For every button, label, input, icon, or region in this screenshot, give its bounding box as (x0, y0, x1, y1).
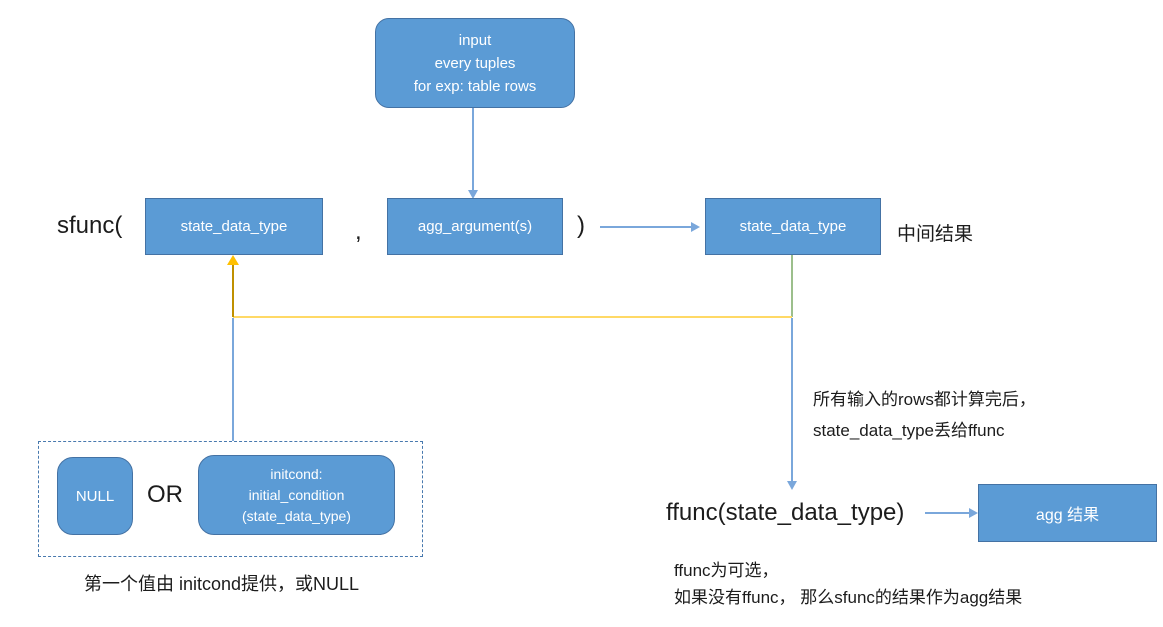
arrowhead-down-icon (468, 190, 478, 199)
intermediate-result-note: 中间结果 (897, 224, 974, 245)
state-data-type-node-2-label: state_data_type (739, 218, 847, 235)
rows-note: 所有输入的rows都计算完后， state_data_type丢给ffunc (813, 384, 1036, 446)
initcond-node-line: initcond: (270, 465, 323, 482)
initcond-node: initcond: initial_condition (state_data_… (198, 455, 395, 535)
initcond-group (38, 441, 423, 557)
close-paren-label: ) (577, 212, 585, 239)
sfunc-open-label: sfunc( (57, 212, 123, 239)
ffunc-note-line: ffunc为可选， (674, 561, 779, 580)
arrowhead-up-icon (227, 255, 239, 265)
agg-argument-node-label: agg_argument(s) (417, 218, 533, 235)
rows-note-line: state_data_type丢给ffunc (813, 421, 1005, 440)
connector-result-down-segment (791, 255, 793, 317)
ffunc-note-line: 如果没有ffunc， 那么sfunc的结果作为agg结果 (674, 588, 1023, 607)
initcond-node-line: (state_data_type) (242, 507, 351, 524)
agg-result-node: agg 结果 (978, 484, 1157, 542)
connector-input-to-aggarg (472, 108, 474, 192)
null-node: NULL (57, 457, 133, 535)
input-node-line: input (458, 31, 492, 49)
comma-label: , (355, 218, 362, 245)
initcond-caption: 第一个值由 initcond提供，或NULL (84, 574, 360, 594)
rows-note-line: 所有输入的rows都计算完后， (813, 390, 1036, 409)
arrowhead-right-icon (969, 508, 978, 518)
ffunc-label: ffunc(state_data_type) (666, 499, 905, 526)
connector-initcond-up-segment (232, 318, 234, 441)
state-data-type-node-2: state_data_type (705, 198, 881, 255)
state-data-type-node-1-label: state_data_type (180, 218, 288, 235)
agg-result-node-label: agg 结果 (1035, 507, 1100, 524)
connector-ffunc-to-aggresult (925, 512, 971, 514)
input-node: input every tuples for exp: table rows (375, 18, 575, 108)
arrowhead-down-icon (787, 481, 797, 490)
or-label: OR (147, 481, 183, 508)
connector-loopback-horizontal (233, 316, 792, 318)
input-node-line: for exp: table rows (413, 77, 537, 95)
arrowhead-right-icon (691, 222, 700, 232)
connector-sfunc-to-result (600, 226, 692, 228)
initcond-node-line: initial_condition (248, 486, 345, 503)
input-node-line: every tuples (434, 54, 516, 72)
state-data-type-node-1: state_data_type (145, 198, 323, 255)
null-node-label: NULL (75, 487, 115, 505)
ffunc-note: ffunc为可选， 如果没有ffunc， 那么sfunc的结果作为agg结果 (674, 557, 1022, 611)
agg-argument-node: agg_argument(s) (387, 198, 563, 255)
connector-loopback-up-segment (232, 264, 234, 317)
connector-result-to-ffunc (791, 318, 793, 483)
